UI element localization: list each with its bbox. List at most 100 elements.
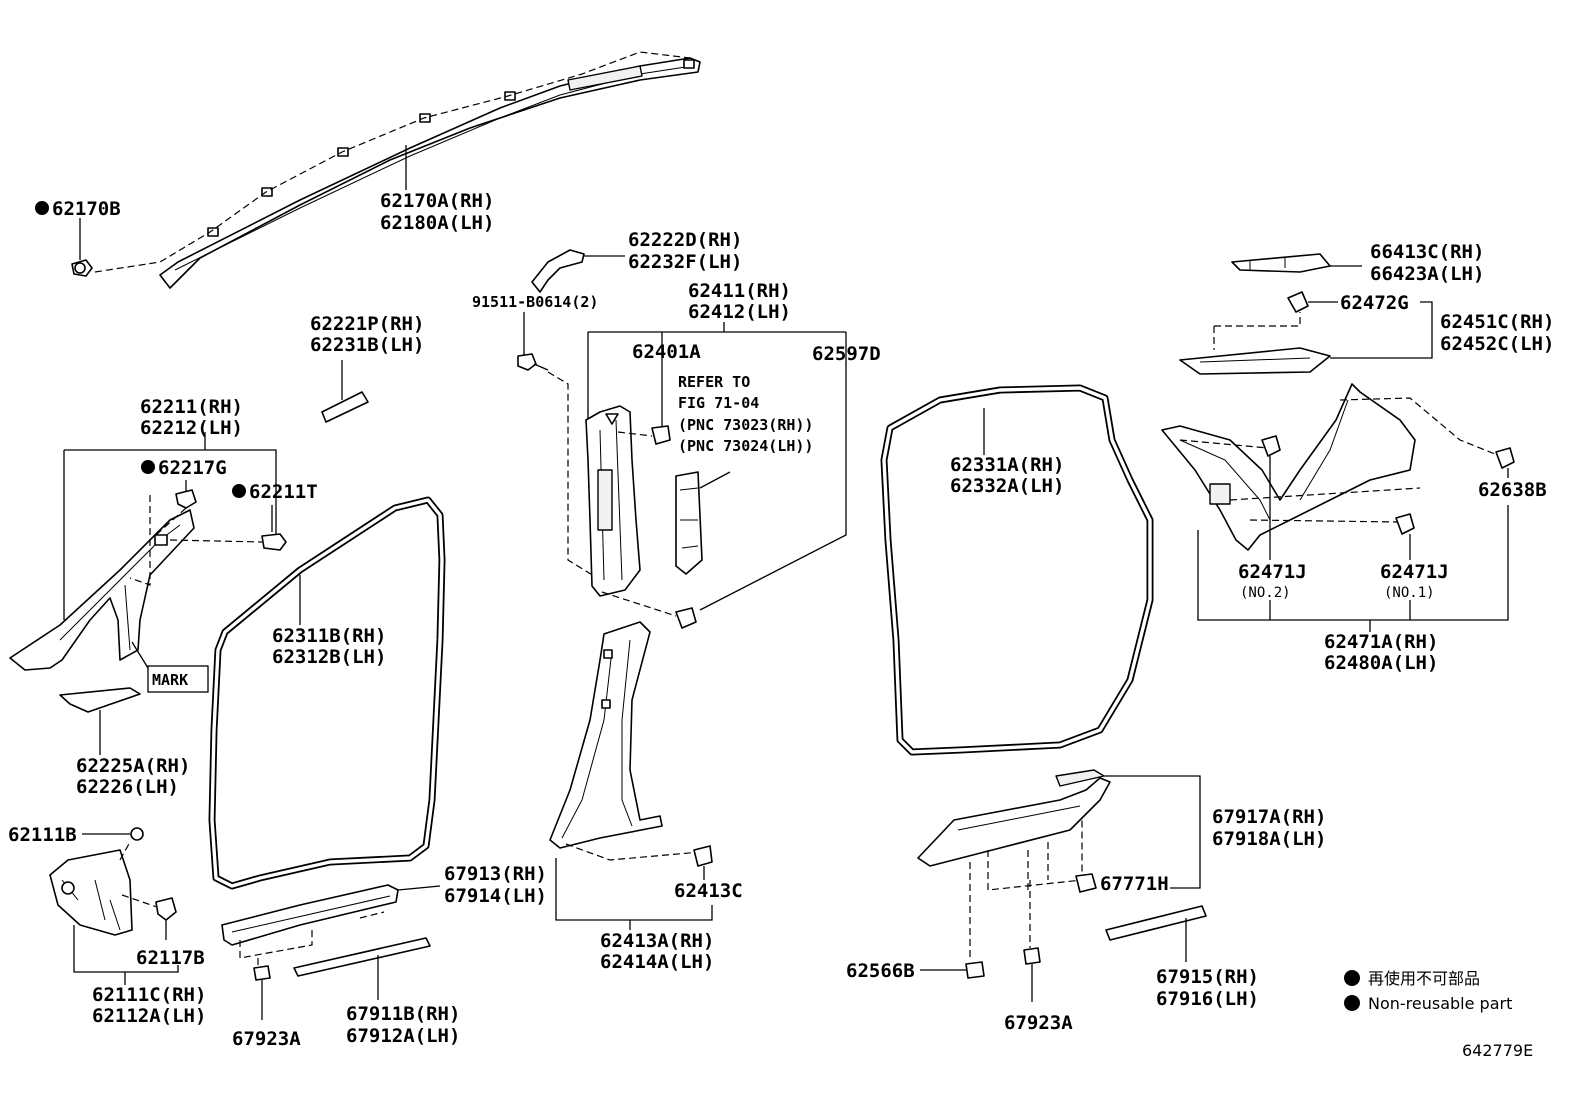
label-67923A-left: 67923A (232, 1028, 301, 1050)
label-62452C: 62452C(LH) (1440, 333, 1554, 355)
figure-id: 642779E (1462, 1041, 1533, 1060)
label-62638B: 62638B (1478, 479, 1547, 501)
bolt-91511-icon (517, 353, 549, 371)
label-62411: 62411(RH) (688, 280, 791, 302)
label-66413C: 66413C(RH) (1370, 241, 1484, 263)
refer-line-1: REFER TO (678, 373, 750, 391)
label-67771H: 67771H (1100, 873, 1169, 895)
label-62180A: 62180A(LH) (380, 212, 494, 234)
label-62217G: 62217G (158, 457, 227, 479)
legend-dot-jp (1344, 970, 1360, 986)
label-62225A: 62225A(RH) (76, 755, 190, 777)
clip-67923A-left-icon (253, 965, 271, 1020)
grip-66413C (1231, 253, 1362, 273)
clip-62217G-icon (175, 480, 197, 509)
label-62332A: 62332A(LH) (950, 475, 1064, 497)
label-62232F: 62232F(LH) (628, 251, 742, 273)
legend: 再使用不可部品 Non-reusable part (1344, 969, 1512, 1013)
label-62226: 62226(LH) (76, 776, 179, 798)
label-62471A: 62471A(RH) (1324, 631, 1438, 653)
label-67916: 67916(LH) (1156, 988, 1259, 1010)
legend-jp: 再使用不可部品 (1368, 969, 1480, 988)
rear-door-weatherstrip (880, 384, 1154, 756)
mark-box (147, 665, 209, 693)
clip-62638B-icon (1495, 447, 1515, 478)
label-62412: 62412(LH) (688, 301, 791, 323)
label-62312B: 62312B(LH) (272, 646, 386, 668)
label-62211T: 62211T (249, 481, 318, 503)
refer-line-3: (PNC 73023(RH)) (678, 416, 813, 434)
pad-62221P (321, 360, 369, 423)
clip-62471J-no1-icon (1395, 513, 1415, 560)
label-62117B: 62117B (136, 947, 205, 969)
cowl-side-trim (49, 849, 133, 936)
label-62331A: 62331A(RH) (950, 454, 1064, 476)
label-62231B: 62231B(LH) (310, 334, 424, 356)
non-reusable-dot (35, 201, 49, 215)
label-62471J-no2: 62471J (1238, 561, 1307, 583)
label-62111B: 62111B (8, 824, 77, 846)
screw-67771H-icon (1075, 873, 1097, 893)
clip-62111B-icon (130, 827, 144, 841)
roof-side-garnish (94, 51, 701, 289)
clip-62471J-no2-icon (1261, 435, 1281, 560)
clip-62117B-icon (155, 897, 177, 940)
clip-62566B-icon (920, 961, 985, 979)
label-62401A: 62401A (632, 341, 701, 363)
label-62472G: 62472G (1340, 292, 1409, 314)
label-62221P: 62221P(RH) (310, 313, 424, 335)
label-67917A: 67917A(RH) (1212, 806, 1326, 828)
label-62111C: 62111C(RH) (92, 984, 206, 1006)
seatbelt-anchor-cover (675, 471, 731, 575)
label-no2: (NO.2) (1240, 585, 1291, 601)
clip-67923A-right-icon (1023, 947, 1041, 1002)
label-67913: 67913(RH) (444, 863, 547, 885)
label-67911B: 67911B(RH) (346, 1003, 460, 1025)
label-62597D: 62597D (812, 343, 881, 365)
label-67912A: 67912A(LH) (346, 1025, 460, 1047)
label-62566B: 62566B (846, 960, 915, 982)
refer-line-4: (PNC 73024(LH)) (678, 437, 813, 455)
legend-en: Non-reusable part (1368, 994, 1512, 1013)
label-no1: (NO.1) (1384, 585, 1435, 601)
label-91511: 91511-B0614(2) (472, 293, 598, 311)
label-62471J-no1: 62471J (1380, 561, 1449, 583)
assist-grip-bracket (531, 249, 625, 293)
label-62170B: 62170B (52, 198, 121, 220)
label-67923A-right: 67923A (1004, 1012, 1073, 1034)
non-reusable-dot (232, 484, 246, 498)
center-pillar-lower-garnish (549, 621, 663, 849)
label-62212: 62212(LH) (140, 417, 243, 439)
label-62413A: 62413A(RH) (600, 930, 714, 952)
front-door-weatherstrip (208, 496, 446, 890)
label-62480A: 62480A(LH) (1324, 652, 1438, 674)
legend-dot-en (1344, 995, 1360, 1011)
package-tray-trim (1179, 347, 1331, 375)
front-scuff-plate (221, 884, 399, 968)
label-62211: 62211(RH) (140, 396, 243, 418)
clip-62597D-icon (675, 607, 697, 629)
label-62112A: 62112A(LH) (92, 1005, 206, 1027)
label-62311B: 62311B(RH) (272, 625, 386, 647)
front-pillar-garnish (9, 509, 195, 671)
refer-line-2: FIG 71-04 (678, 394, 759, 412)
non-reusable-dot (141, 460, 155, 474)
label-mark: MARK (152, 671, 188, 689)
label-67915: 67915(RH) (1156, 966, 1259, 988)
label-62170A: 62170A(RH) (380, 190, 494, 212)
label-67918A: 67918A(LH) (1212, 828, 1326, 850)
scuff-strip-67911B (293, 937, 431, 1000)
clip-62401A-icon (651, 362, 671, 445)
label-67914: 67914(LH) (444, 885, 547, 907)
clip-62413C-icon (693, 845, 713, 880)
scuff-strip-67915 (1105, 905, 1207, 962)
clip-62170B-icon (71, 218, 93, 277)
label-66423A: 66423A(LH) (1370, 263, 1484, 285)
roof-side-inner-garnish-rear (1161, 383, 1416, 551)
cover-62225A (59, 687, 141, 755)
clip-62472G-icon (1287, 291, 1338, 313)
label-62222D: 62222D(RH) (628, 229, 742, 251)
screw-62211T-icon (261, 505, 287, 551)
center-pillar-upper-garnish (585, 405, 641, 597)
